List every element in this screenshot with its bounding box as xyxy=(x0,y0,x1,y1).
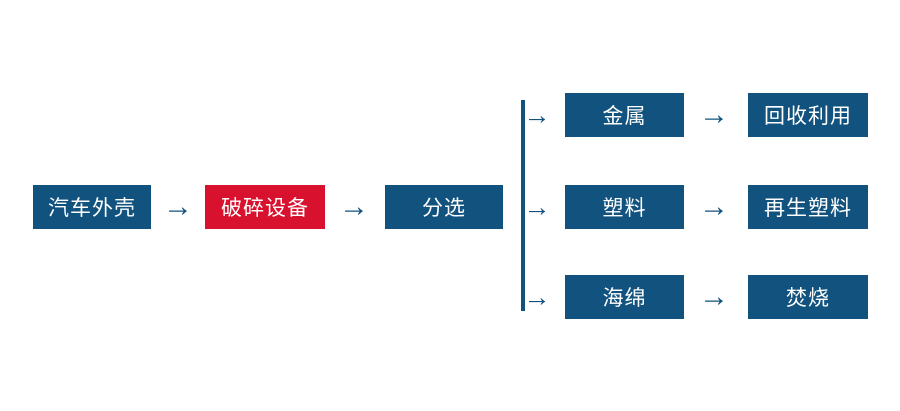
branch-arrow-right-icon: → xyxy=(523,191,551,222)
branch-node-metal: 金属 xyxy=(565,93,684,137)
flow-node-crusher: 破碎设备 xyxy=(205,185,325,229)
branch-node-sponge: 海绵 xyxy=(565,275,684,319)
branch-arrow-right-icon: → xyxy=(523,281,551,312)
result-node-incineration: 焚烧 xyxy=(748,275,868,319)
branch-connector-line xyxy=(521,100,525,311)
arrow-right-icon: → xyxy=(699,98,729,131)
arrow-right-icon: → xyxy=(699,190,729,223)
branch-arrow-right-icon: → xyxy=(523,99,551,130)
branch-node-plastic: 塑料 xyxy=(565,185,684,229)
arrow-right-icon: → xyxy=(699,280,729,313)
arrow-right-icon: → xyxy=(163,190,193,223)
result-node-recycling: 回收利用 xyxy=(748,93,868,137)
result-node-recycled-plastic: 再生塑料 xyxy=(748,185,868,229)
arrow-right-icon: → xyxy=(339,190,369,223)
flow-node-sorting: 分选 xyxy=(385,185,503,229)
flow-node-car-shell: 汽车外壳 xyxy=(33,185,151,229)
